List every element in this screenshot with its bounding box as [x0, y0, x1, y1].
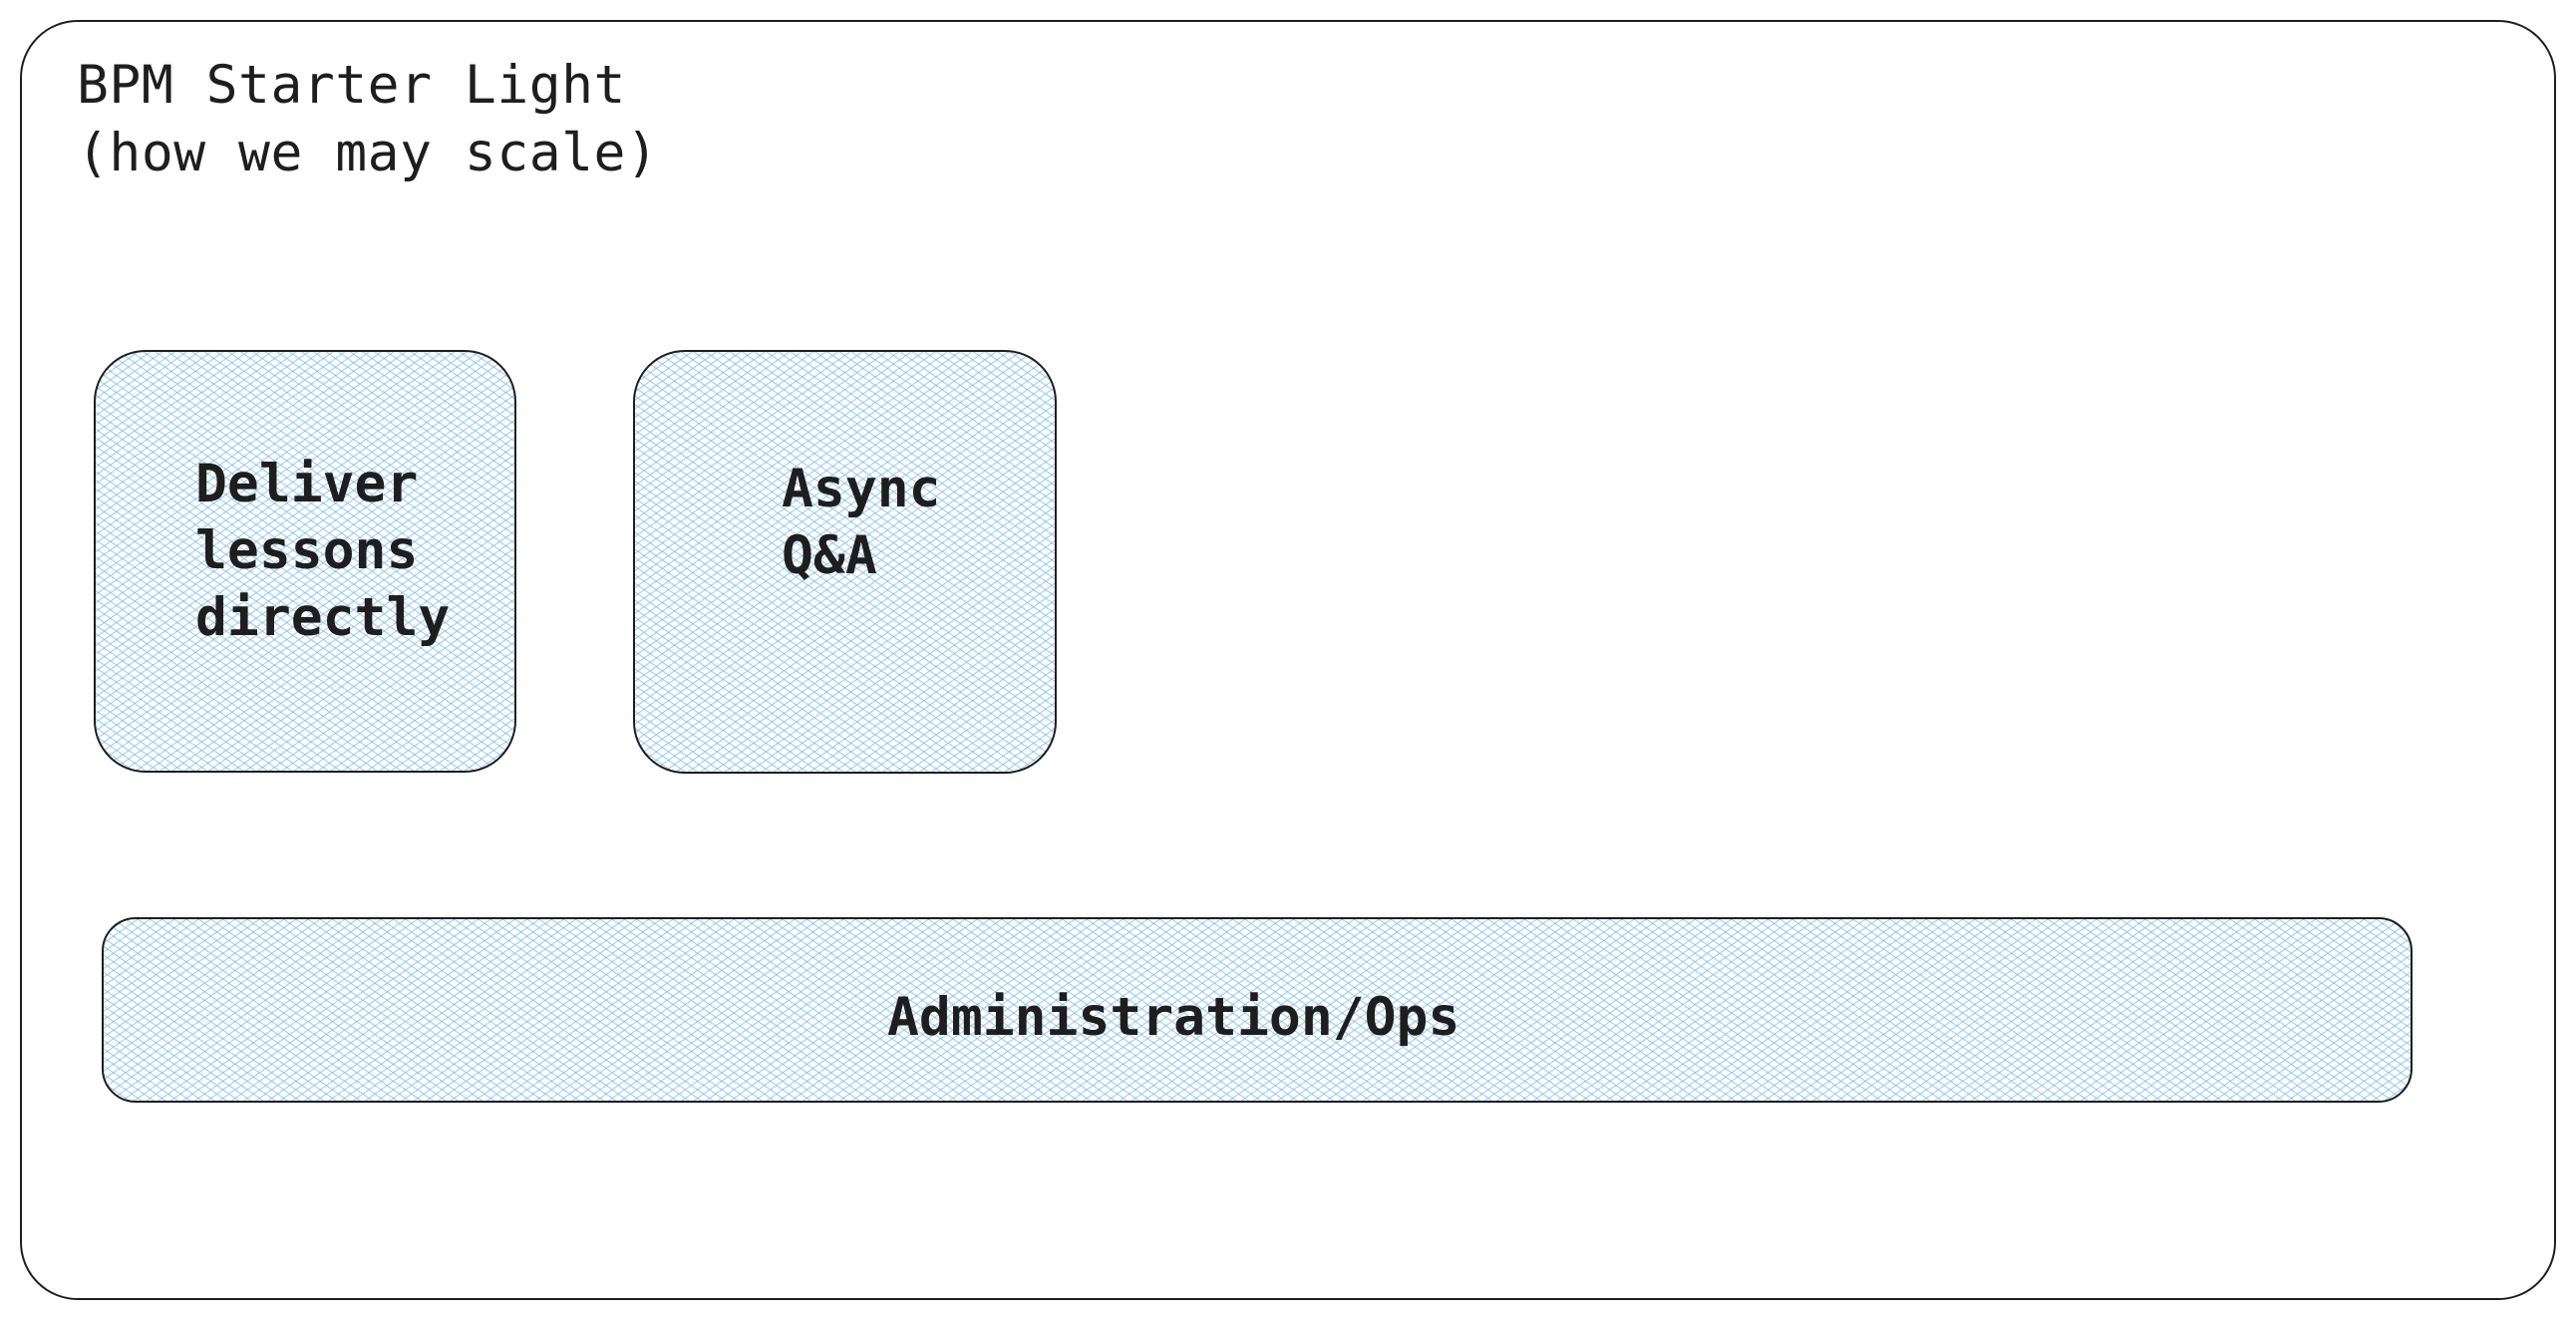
administration-ops-label: Administration/Ops [887, 987, 1460, 1048]
deliver-lessons-label: Deliver lessons directly [195, 454, 451, 648]
async-qa-box[interactable]: Async Q&A [633, 350, 1057, 774]
administration-ops-box[interactable]: Administration/Ops [102, 917, 2413, 1103]
deliver-lessons-box[interactable]: Deliver lessons directly [94, 350, 516, 773]
async-qa-label: Async Q&A [782, 459, 941, 586]
frame-title: BPM Starter Light (how we may scale) [77, 55, 659, 183]
